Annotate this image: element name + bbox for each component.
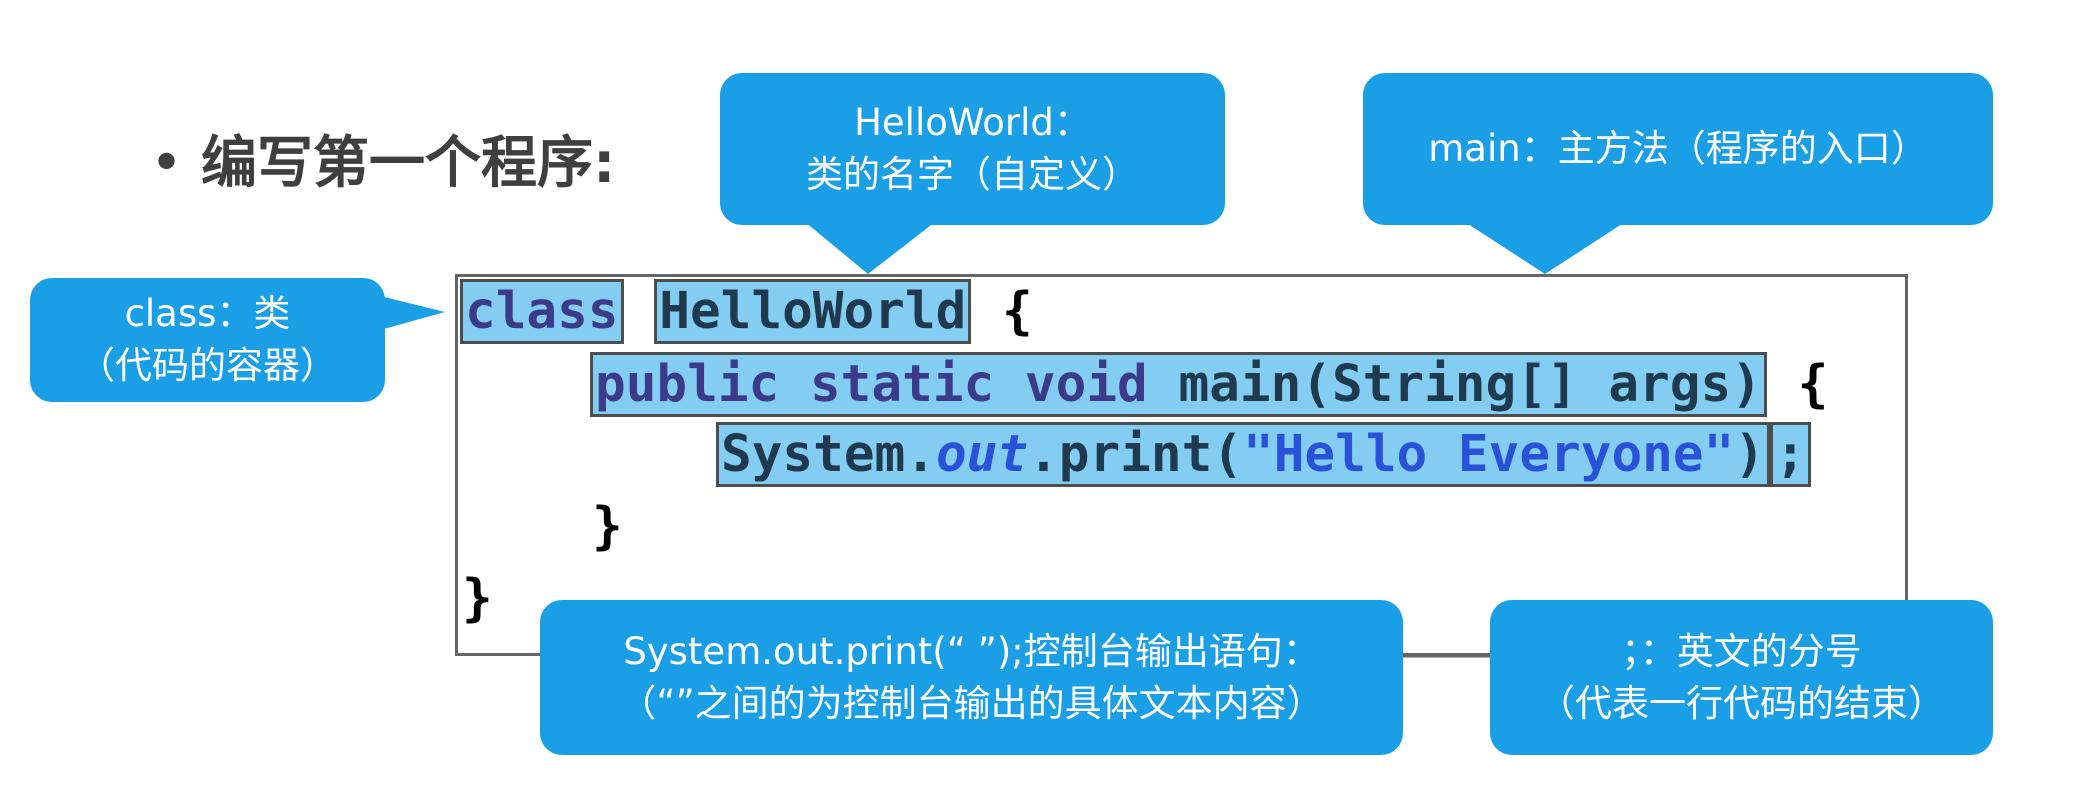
print-callout-line1: System.out.print(“ ”);控制台输出语句： bbox=[623, 629, 1320, 673]
string-literal: "Hello Everyone" bbox=[1243, 425, 1735, 484]
main-open-brace: { bbox=[1797, 355, 1829, 414]
out-token: out bbox=[935, 425, 1029, 484]
main-callout-tail bbox=[1465, 222, 1625, 274]
main-method: main(String[] bbox=[1178, 355, 1578, 414]
code-line-4: } bbox=[592, 497, 623, 556]
class-name: HelloWorld bbox=[654, 279, 972, 344]
helloworld-callout: HelloWorld： 类的名字（自定义） bbox=[720, 73, 1225, 225]
code-line-2: public static void main(String[] args) { bbox=[590, 352, 1829, 417]
bullet: • bbox=[150, 131, 184, 196]
helloworld-callout-tail bbox=[805, 222, 935, 274]
main-callout-line1: main：主方法（程序的入口） bbox=[1428, 127, 1928, 170]
title-text: 编写第一个程序: bbox=[201, 131, 616, 196]
static-keyword: static bbox=[809, 355, 995, 414]
code-line-1: class HelloWorld { bbox=[460, 279, 1033, 344]
system-token: System. bbox=[721, 425, 936, 484]
print-callout: System.out.print(“ ”);控制台输出语句： （“”之间的为控制… bbox=[540, 600, 1403, 755]
semicolon-callout-line2: （代表一行代码的结束） bbox=[1538, 681, 1945, 725]
open-brace: { bbox=[1002, 282, 1033, 341]
class-callout-line2: （代码的容器） bbox=[78, 344, 337, 387]
args-param: args) bbox=[1608, 355, 1762, 414]
code-line-3: System.out.print("Hello Everyone"); bbox=[716, 422, 1811, 487]
semicolon-callout: ；：英文的分号 （代表一行代码的结束） bbox=[1490, 600, 1993, 755]
public-keyword: public bbox=[595, 355, 780, 414]
class-keyword: class bbox=[460, 279, 624, 344]
main-callout: main：主方法（程序的入口） bbox=[1363, 73, 1993, 225]
helloworld-callout-line2: 类的名字（自定义） bbox=[806, 153, 1139, 196]
semicolon-token: ; bbox=[1770, 422, 1811, 487]
helloworld-callout-line1: HelloWorld： bbox=[854, 101, 1091, 144]
semicolon-callout-line1: ；：英文的分号 bbox=[1621, 629, 1862, 673]
main-signature: public static void main(String[] args) bbox=[590, 352, 1767, 417]
close-paren: ) bbox=[1734, 425, 1765, 484]
page-title: • 编写第一个程序: bbox=[150, 118, 615, 199]
code-line-5: } bbox=[462, 569, 493, 628]
class-callout: class：类 （代码的容器） bbox=[30, 278, 385, 402]
void-keyword: void bbox=[1024, 355, 1148, 414]
print-token: .print( bbox=[1028, 425, 1243, 484]
print-statement: System.out.print("Hello Everyone") bbox=[716, 422, 1770, 487]
print-callout-line2: （“”之间的为控制台输出的具体文本内容） bbox=[619, 681, 1324, 725]
class-callout-line1: class：类 bbox=[124, 292, 291, 335]
class-callout-tail bbox=[380, 296, 445, 330]
